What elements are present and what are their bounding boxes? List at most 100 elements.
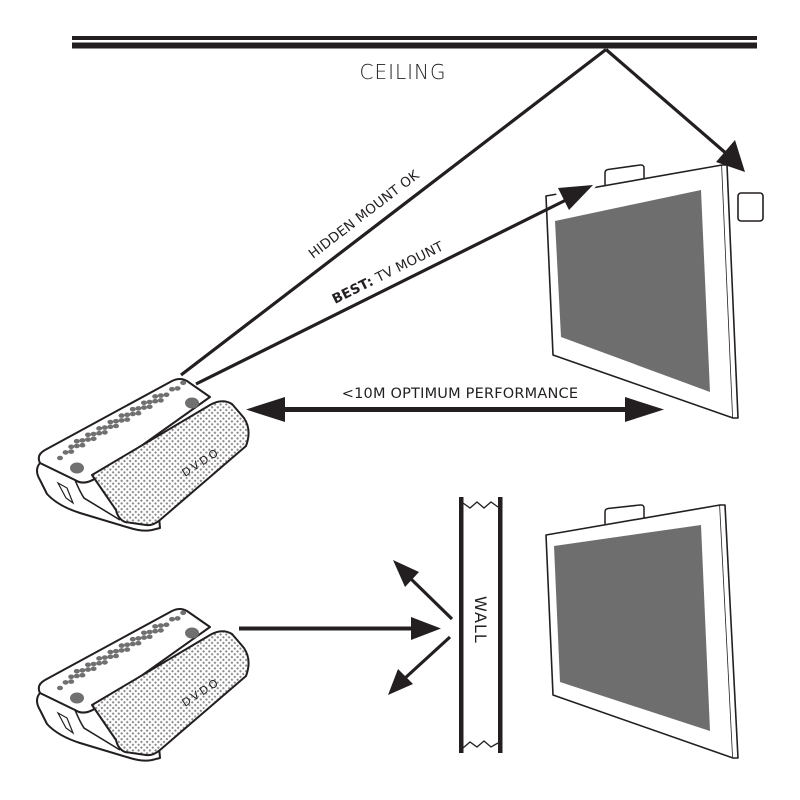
vent-hole: [141, 635, 147, 640]
device-top-panel: [37, 378, 211, 484]
vent-hole: [157, 628, 164, 633]
bounce-arrowhead-icon: [716, 140, 745, 172]
vent-hole: [79, 438, 86, 443]
vent-hole: [101, 425, 108, 430]
vent-hole: [73, 443, 80, 449]
device-side: [39, 692, 121, 751]
vent-hole: [118, 643, 125, 648]
vent-hole: [129, 406, 136, 412]
reflection-down-arrowhead-icon: [388, 669, 413, 695]
vent-hole: [169, 616, 175, 622]
device-vent-holes: [57, 610, 187, 691]
device-top-panel: [37, 608, 211, 714]
vent-hole: [101, 660, 108, 665]
vent-hole: [90, 436, 97, 442]
tv-side-edge: [722, 164, 739, 419]
ceiling-bounce-line: [604, 48, 730, 157]
hidden-mount-path: [180, 48, 745, 377]
vent-hole: [96, 656, 103, 661]
range-arrowhead-right-icon: [625, 397, 664, 422]
vent-hole: [141, 400, 147, 406]
vent-hole: [90, 666, 97, 672]
vent-hole: [157, 393, 164, 398]
vent-hole: [85, 437, 91, 442]
vent-hole: [169, 386, 175, 392]
vent-hole: [85, 667, 91, 672]
device-grille: [91, 630, 250, 757]
vent-hole: [90, 661, 97, 667]
device-grille: [91, 400, 250, 527]
ceiling-line-bottom: [72, 42, 757, 49]
vent-hole: [62, 680, 69, 685]
vent-hole: [96, 430, 103, 436]
vent-hole: [68, 674, 75, 680]
wall-left-edge: [459, 497, 464, 753]
transmitter-device-bottom: DVDO: [36, 608, 250, 762]
vent-hole: [113, 423, 119, 429]
device-foot: [70, 462, 84, 474]
vent-hole: [79, 672, 86, 678]
vent-hole: [141, 630, 147, 636]
vent-hole: [146, 404, 153, 410]
vent-hole: [57, 455, 63, 461]
vent-hole: [180, 610, 187, 616]
vent-hole: [107, 424, 114, 430]
vent-hole: [107, 419, 114, 425]
vent-hole: [152, 624, 159, 629]
hidden-mount-label: HIDDEN MOUNT OK: [306, 167, 424, 263]
vent-hole: [163, 622, 170, 628]
vent-hole: [107, 654, 114, 660]
vent-hole: [135, 406, 142, 411]
vent-hole: [90, 431, 97, 437]
wall-break-top: [462, 501, 499, 509]
device-port: [56, 481, 75, 505]
vent-hole: [57, 685, 63, 691]
tv-bottom: [545, 504, 739, 759]
vent-hole: [113, 418, 119, 424]
device-body: DVDO: [36, 378, 250, 532]
vent-hole: [129, 641, 136, 647]
vent-hole: [174, 616, 181, 621]
ceiling-label: CEILING: [360, 60, 447, 84]
vent-hole: [163, 392, 170, 398]
tv-side-edge: [720, 504, 739, 759]
ceiling-line-top: [72, 36, 757, 40]
range-arrowhead-left-icon: [246, 397, 285, 422]
vent-hole: [141, 405, 147, 410]
vent-hole: [157, 623, 164, 628]
vent-hole: [107, 649, 114, 655]
vent-hole: [174, 386, 181, 391]
vent-hole: [113, 653, 119, 659]
range-label: <10M OPTIMUM PERFORMANCE: [342, 386, 578, 402]
vent-hole: [157, 398, 164, 403]
hidden-receiver-box: [737, 192, 764, 222]
wall-right-edge: [498, 497, 503, 753]
wall-reflection-down: [388, 635, 452, 695]
vent-hole: [79, 668, 86, 673]
vent-hole: [124, 647, 131, 652]
device-foot: [185, 397, 199, 409]
vent-hole: [146, 634, 153, 640]
vent-hole: [68, 679, 75, 684]
wall-break-bottom: [462, 740, 499, 749]
wall-incoming-arrow: [239, 617, 441, 640]
reflection-up-arrowhead-icon: [393, 560, 419, 587]
vent-hole: [101, 655, 108, 660]
wall-label: WALL: [471, 596, 490, 644]
vent-hole: [101, 430, 108, 435]
vent-hole: [180, 380, 187, 386]
vent-hole: [152, 394, 159, 399]
vent-hole: [129, 411, 136, 417]
device-side: [39, 462, 121, 521]
vent-hole: [79, 442, 86, 448]
device-port: [56, 711, 75, 735]
best-arrowhead-icon: [558, 185, 593, 210]
vent-hole: [152, 398, 159, 404]
vent-hole: [146, 629, 153, 635]
vent-hole: [73, 673, 80, 679]
tv-screen: [554, 525, 710, 731]
vent-hole: [152, 628, 159, 634]
transmitter-device-top: DVDO: [36, 378, 250, 532]
device-foot: [185, 627, 199, 639]
